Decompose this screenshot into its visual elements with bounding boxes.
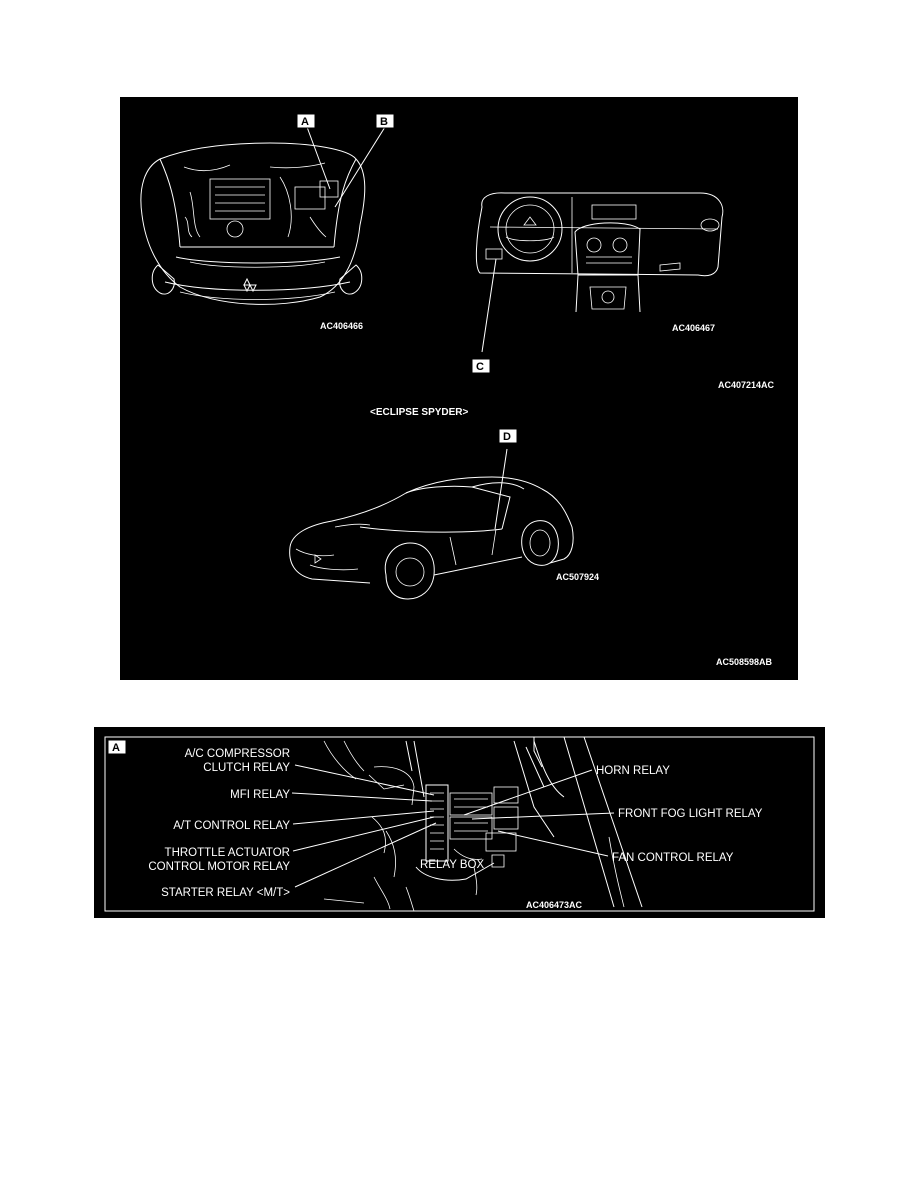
detail-image-code: AC406473AC [526,900,583,910]
relay-box-photo-sketch [323,736,643,912]
engine-image-code: AC406466 [320,321,363,331]
ac-compressor-label-line1: A/C COMPRESSOR [185,748,290,760]
callout-a-box [296,113,316,129]
relay-detail-drawing: A A/C COMPRESSOR CLUTCH RELAY MFI RELAY … [104,736,815,912]
ac-compressor-label-line2: CLUTCH RELAY [203,762,290,774]
mfi-relay-label: MFI RELAY [230,789,290,801]
callout-c-box [471,358,491,374]
callout-b: B [380,116,388,128]
callout-c: C [476,361,484,373]
location-figure: A B AC406466 C AC406467 AC407 [120,97,798,680]
callout-b-box [375,113,395,129]
top-group-code: AC407214AC [718,380,775,390]
dashboard-illustration [475,192,724,313]
horn-relay-label: HORN RELAY [596,765,670,777]
fan-control-relay-label: FAN CONTROL RELAY [612,852,734,864]
detail-frame [104,736,815,912]
at-control-relay-label: A/T CONTROL RELAY [173,820,290,832]
callout-d-box [498,428,518,444]
eclipse-spyder-caption: <ECLIPSE SPYDER> [370,407,469,418]
throttle-actuator-label-line1: THROTTLE ACTUATOR [165,847,290,859]
front-fog-light-relay-label: FRONT FOG LIGHT RELAY [618,808,763,820]
callout-a-label: A [112,742,120,754]
starter-relay-label: STARTER RELAY <M/T> [161,887,290,899]
throttle-actuator-label-line2: CONTROL MOTOR RELAY [148,861,290,873]
dash-image-code: AC406467 [672,323,715,333]
callout-a-box [107,739,127,755]
car-image-code: AC507924 [556,572,599,582]
callout-d: D [503,431,511,443]
callout-a: A [301,116,309,128]
car-illustration [289,476,574,600]
engine-compartment-illustration [140,142,366,305]
location-figure-drawing: A B AC406466 C AC406467 AC407 [140,113,775,667]
relay-location-detail: A A/C COMPRESSOR CLUTCH RELAY MFI RELAY … [94,727,825,918]
figure-code: AC508598AB [716,657,773,667]
leader-lines [291,764,615,888]
relay-box-label: RELAY BOX [420,859,484,871]
